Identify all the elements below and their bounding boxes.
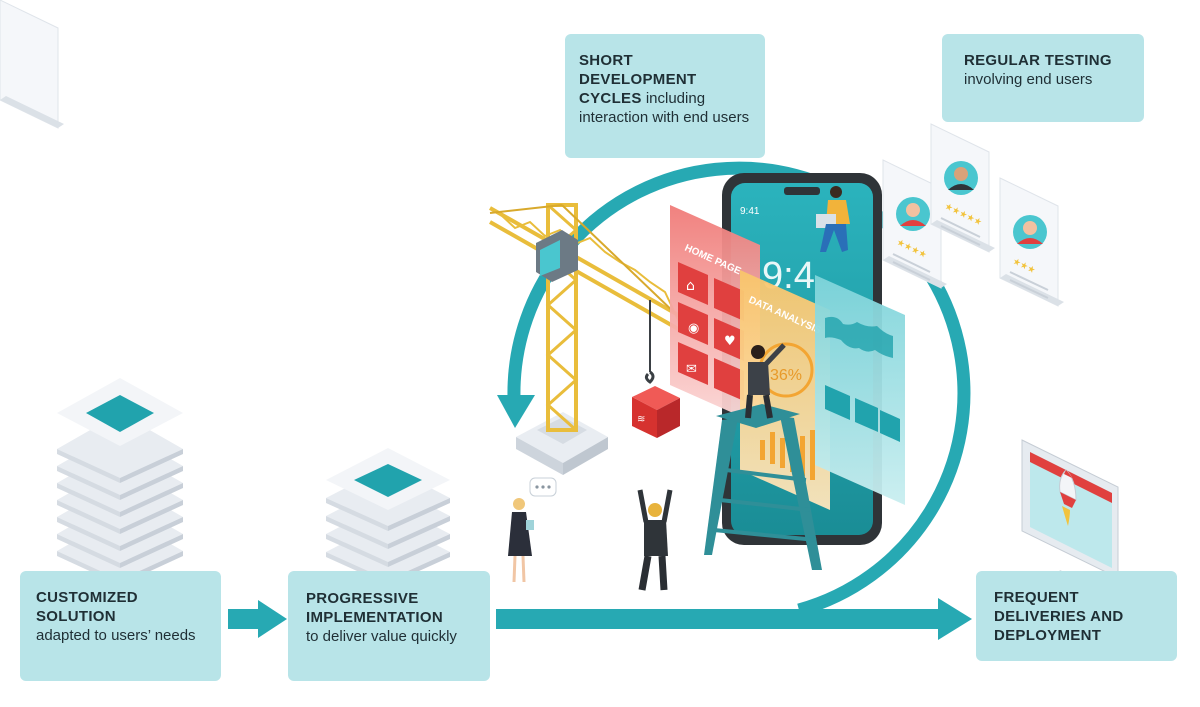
customized-solution-title: CUSTOMIZED SOLUTION: [36, 589, 138, 625]
rocket-icon: [1059, 469, 1077, 526]
svg-text:✉: ✉: [686, 362, 697, 377]
person-with-laptop: [816, 186, 850, 252]
flow-arrow-2: [496, 598, 972, 640]
phone-status-time: 9:41: [740, 206, 760, 217]
svg-text:≋: ≋: [637, 414, 645, 425]
data-percent: 36%: [770, 367, 802, 384]
short-cycles-desc: including interaction with end users: [579, 90, 750, 126]
svg-text:⌂: ⌂: [686, 278, 695, 294]
short-cycles-title: SHORT DEVELOPMENT CYCLES: [579, 52, 697, 107]
flow-arrow-1: [228, 600, 287, 638]
regular-testing-title: REGULAR TESTING: [964, 52, 1112, 69]
map-panel: [815, 275, 905, 505]
ladder-worker: [704, 343, 822, 570]
customized-solution-desc: adapted to users’ needs: [36, 627, 196, 644]
customized-solution-box: CUSTOMIZED SOLUTION adapted to users’ ne…: [20, 571, 221, 681]
regular-testing-desc: involving end users: [964, 71, 1093, 88]
short-cycles-box: SHORT DEVELOPMENT CYCLES including inter…: [565, 34, 765, 158]
regular-testing-box: REGULAR TESTING involving end users: [942, 34, 1144, 122]
stack-icon-medium: [326, 448, 450, 585]
frequent-deliveries-title: FREQUENT DELIVERIES AND DEPLOYMENT: [994, 589, 1124, 644]
svg-text:◉: ◉: [688, 321, 699, 336]
cheering-worker: [637, 489, 673, 591]
progressive-implementation-title: PROGRESSIVE IMPLEMENTATION: [306, 590, 443, 626]
home-page-panel: HOME PAGE ⌂ ◉ ✉ ♥: [670, 205, 760, 425]
svg-text:♥: ♥: [724, 334, 736, 349]
frequent-deliveries-box: FREQUENT DELIVERIES AND DEPLOYMENT: [976, 571, 1177, 661]
stack-icon-large: [57, 378, 183, 585]
progressive-implementation-desc: to deliver value quickly: [306, 628, 457, 645]
crane-icon: ≋: [489, 203, 681, 475]
progressive-implementation-box: PROGRESSIVE IMPLEMENTATION to deliver va…: [288, 571, 490, 681]
review-card-icon: ★★★★ ★★★★★ ★★★: [0, 0, 1065, 307]
speech-bubble-icon: [529, 477, 557, 497]
woman-figure: [508, 477, 557, 583]
